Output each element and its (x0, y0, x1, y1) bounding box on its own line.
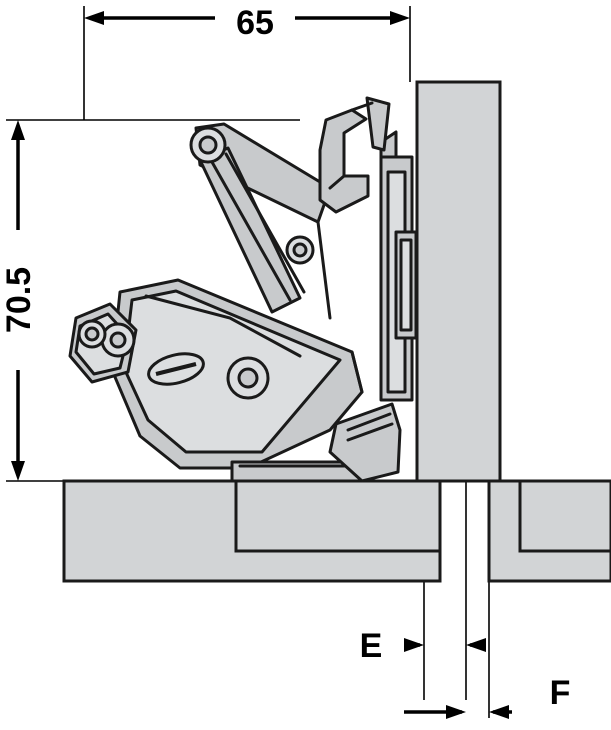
arrow-right-icon-e (404, 638, 424, 652)
arrow-left-icon (84, 11, 104, 25)
arrow-left-icon-e (466, 638, 486, 652)
door-panel (415, 80, 502, 483)
hinge-tab (365, 96, 391, 152)
hinge-detail-lines (144, 152, 394, 442)
cabinet-side-panel (62, 479, 442, 583)
hinge-arm (68, 96, 402, 483)
arrow-left-icon-f (489, 705, 509, 719)
dimension-70-5-label: 70.5 (0, 267, 38, 333)
cabinet-front-panel-recess (518, 481, 611, 553)
dimension-65-label: 65 (236, 4, 274, 42)
arrow-right-icon-f (446, 705, 466, 719)
dimension-e-label: E (360, 627, 383, 665)
hinge-arm-to-door (328, 402, 402, 483)
hinge-bracket-upper-right (318, 108, 370, 214)
mounting-plate (379, 130, 418, 402)
cabinet-side-panel-recess (234, 481, 440, 553)
hinge-pivots (77, 126, 315, 400)
dimension-65: 65 (84, 0, 410, 42)
dimension-f-label: F (550, 674, 571, 712)
cabinet-front-panel (487, 479, 611, 583)
dimension-e: E (360, 627, 486, 665)
arrow-up-icon (11, 120, 25, 140)
dimension-70-5: 70.5 (0, 120, 40, 481)
arrow-right-icon (390, 11, 410, 25)
cabinet-panels (62, 479, 611, 583)
arrow-down-icon (11, 461, 25, 481)
dimension-f: F (404, 674, 570, 719)
adjustment-screw (147, 352, 205, 386)
